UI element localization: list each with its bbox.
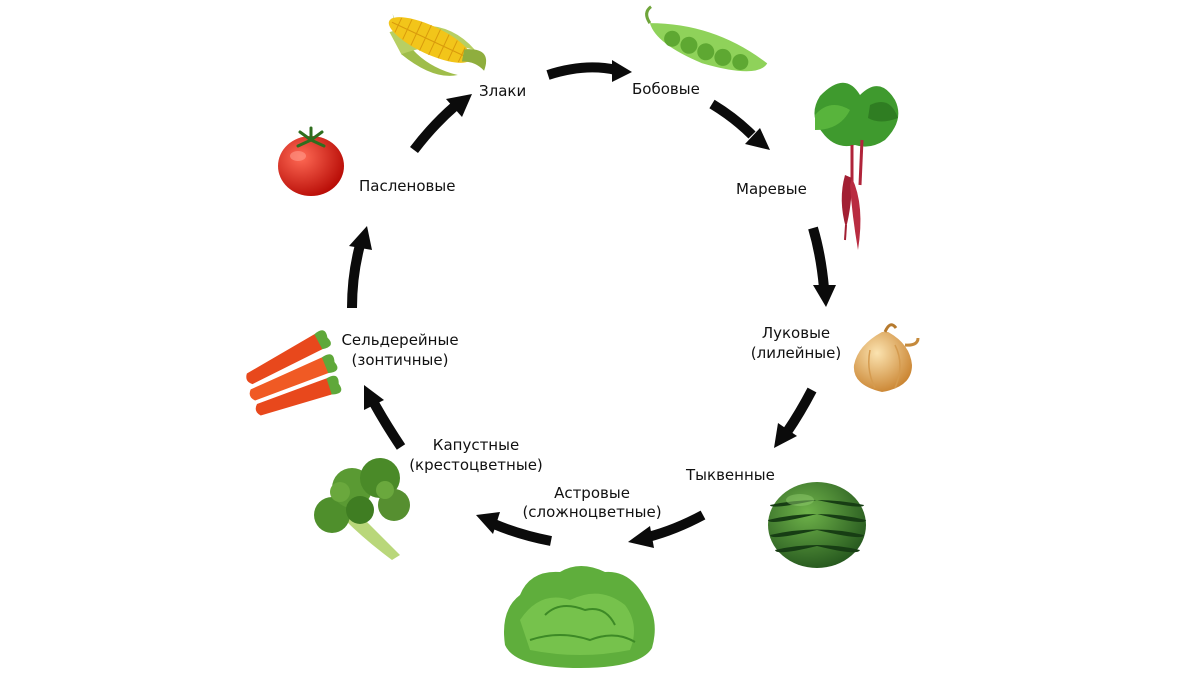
watermelon-icon — [768, 482, 866, 568]
arrow-kapustnye-to-seldereinye — [364, 385, 401, 447]
label-seldereinye: Сельдерейные — [341, 331, 458, 349]
broccoli-icon — [314, 458, 410, 560]
beet-icon — [814, 83, 898, 250]
label-astrovye-sub: (сложноцветные) — [522, 503, 661, 521]
label-astrovye: Астровые — [554, 484, 630, 502]
label-kapustnye-sub: (крестоцветные) — [409, 456, 543, 474]
corn-icon — [377, 6, 493, 93]
label-seldereinye-sub: (зонтичные) — [352, 351, 449, 369]
arrow-marevye-to-lukovye — [813, 228, 836, 307]
label-paslenovye: Пасленовые — [359, 177, 455, 195]
arrow-seldereinye-to-paslenovye — [349, 226, 372, 308]
arrow-zlaki-to-bobovye — [548, 60, 632, 82]
pea-pod-icon — [637, 6, 773, 82]
label-marevye: Маревые — [736, 180, 807, 198]
arrow-paslenovye-to-zlaki — [414, 94, 472, 150]
carrot-icon — [243, 329, 343, 420]
tomato-icon — [278, 128, 344, 196]
label-lukovye-sub: (лилейные) — [751, 344, 841, 362]
label-kapustnye: Капустные — [433, 436, 519, 454]
onion-icon — [854, 325, 918, 392]
label-lukovye: Луковые — [762, 324, 830, 342]
lettuce-icon — [504, 566, 655, 668]
arrow-lukovye-to-tykvennye — [774, 390, 812, 448]
label-bobovye: Бобовые — [632, 80, 700, 98]
arrow-bobovye-to-marevye — [712, 104, 770, 150]
label-tykvennye: Тыквенные — [685, 466, 775, 484]
label-zlaki: Злаки — [479, 82, 526, 100]
